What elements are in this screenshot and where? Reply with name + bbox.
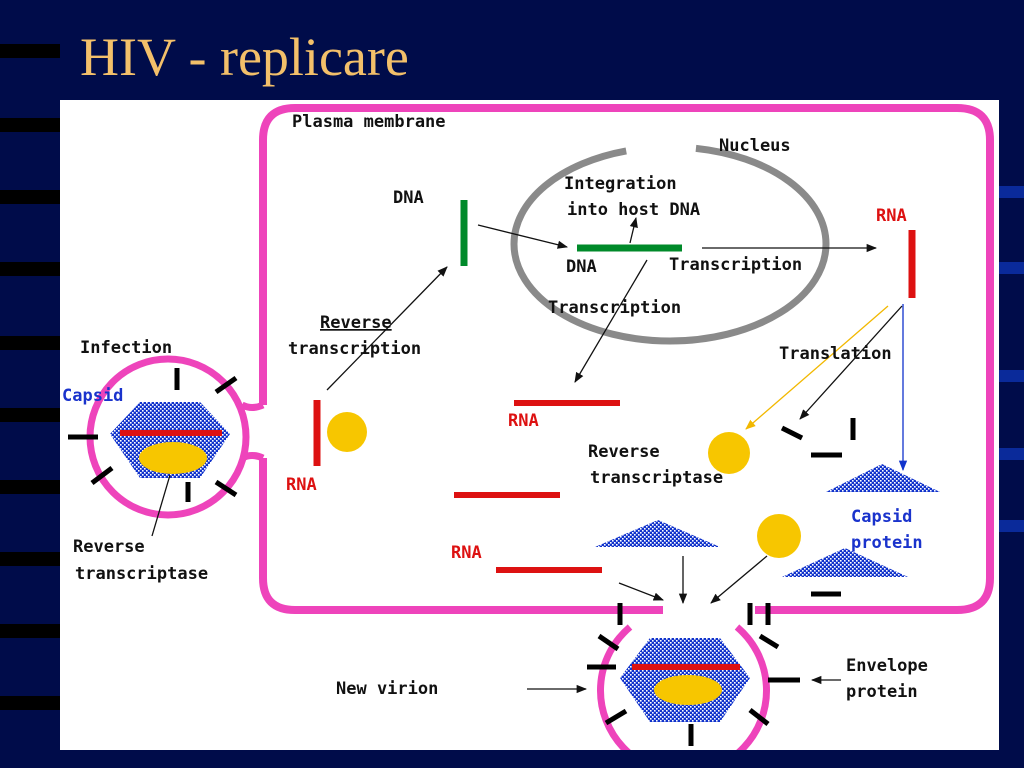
reverse-transcriptase-enzyme (139, 442, 207, 474)
capsid-protein (782, 548, 908, 577)
reverse-transcription-arrow (326, 266, 448, 391)
assembly-arrow (618, 582, 664, 601)
integration-arrow (629, 216, 638, 244)
background-stripe (0, 696, 60, 710)
capsid-protein-label: protein (851, 533, 923, 553)
envelope-protein-label: Envelope (846, 656, 928, 676)
capsid-protein (826, 464, 940, 492)
reverse-transcriptase-label: transcriptase (75, 564, 208, 584)
infecting-virion (68, 355, 250, 519)
reverse-transcriptase-enzyme (708, 432, 750, 474)
dna-to-nucleus-arrow (477, 224, 569, 249)
transcription-arrow (574, 259, 648, 383)
background-stripe (0, 118, 60, 132)
reverse-transcriptase-enzyme (654, 675, 722, 705)
reverse-transcriptase-enzyme (757, 514, 801, 558)
hiv-replication-diagram: Plasma membrane Nucleus DNA Integration … (62, 104, 994, 750)
envelope-protein (780, 425, 804, 441)
envelope-protein-label: protein (846, 682, 918, 702)
rna-label: RNA (451, 543, 482, 563)
plasma-membrane (259, 104, 994, 614)
background-stripe (994, 186, 1024, 198)
transcription-label: Transcription (669, 255, 802, 275)
background-stripe (0, 408, 60, 422)
integration-label: into host DNA (567, 200, 700, 220)
reverse-transcriptase-pointer (151, 474, 171, 537)
background-stripe (994, 520, 1024, 532)
integration-label: Integration (564, 174, 677, 194)
translation-arrow (799, 305, 903, 420)
background-stripe (0, 480, 60, 494)
plasma-membrane-label: Plasma membrane (292, 112, 446, 132)
infection-label: Infection (80, 338, 172, 358)
background-stripe (0, 552, 60, 566)
background-stripe (0, 624, 60, 638)
transcription-label: Transcription (548, 298, 681, 318)
reverse-transcriptase-label: transcriptase (590, 468, 723, 488)
background-stripe (0, 262, 60, 276)
rna-label: RNA (286, 475, 317, 495)
reverse-transcription-label: Reverse (320, 313, 392, 333)
dna-label: DNA (393, 188, 424, 208)
capsid-label: Capsid (62, 386, 123, 406)
integrated-dna-label: DNA (566, 257, 597, 277)
background-stripe (994, 262, 1024, 274)
rna-label: RNA (876, 206, 907, 226)
capsid-protein-label: Capsid (851, 507, 912, 527)
reverse-transcriptase-label: Reverse (588, 442, 660, 462)
background-stripe (0, 190, 60, 204)
membrane-fusion (240, 401, 265, 411)
translation-label: Translation (779, 344, 892, 364)
capsid-protein (595, 520, 720, 547)
nucleus-envelope (510, 143, 830, 345)
translation-arrow (745, 305, 889, 430)
reverse-transcriptase-enzyme (327, 412, 367, 452)
rna-label: RNA (508, 411, 539, 431)
reverse-transcriptase-label: Reverse (73, 537, 145, 557)
nucleus-label: Nucleus (719, 136, 791, 156)
new-virion (587, 603, 800, 750)
assembly-arrow (710, 555, 768, 604)
diagram-panel: Plasma membrane Nucleus DNA Integration … (60, 100, 999, 750)
reverse-transcription-label: transcription (288, 339, 421, 359)
new-virion-label: New virion (336, 679, 438, 699)
background-stripe (994, 370, 1024, 382)
background-stripe (994, 448, 1024, 460)
background-stripe (0, 336, 60, 350)
slide-title: HIV - replicare (80, 27, 409, 87)
background-stripe (0, 44, 60, 58)
